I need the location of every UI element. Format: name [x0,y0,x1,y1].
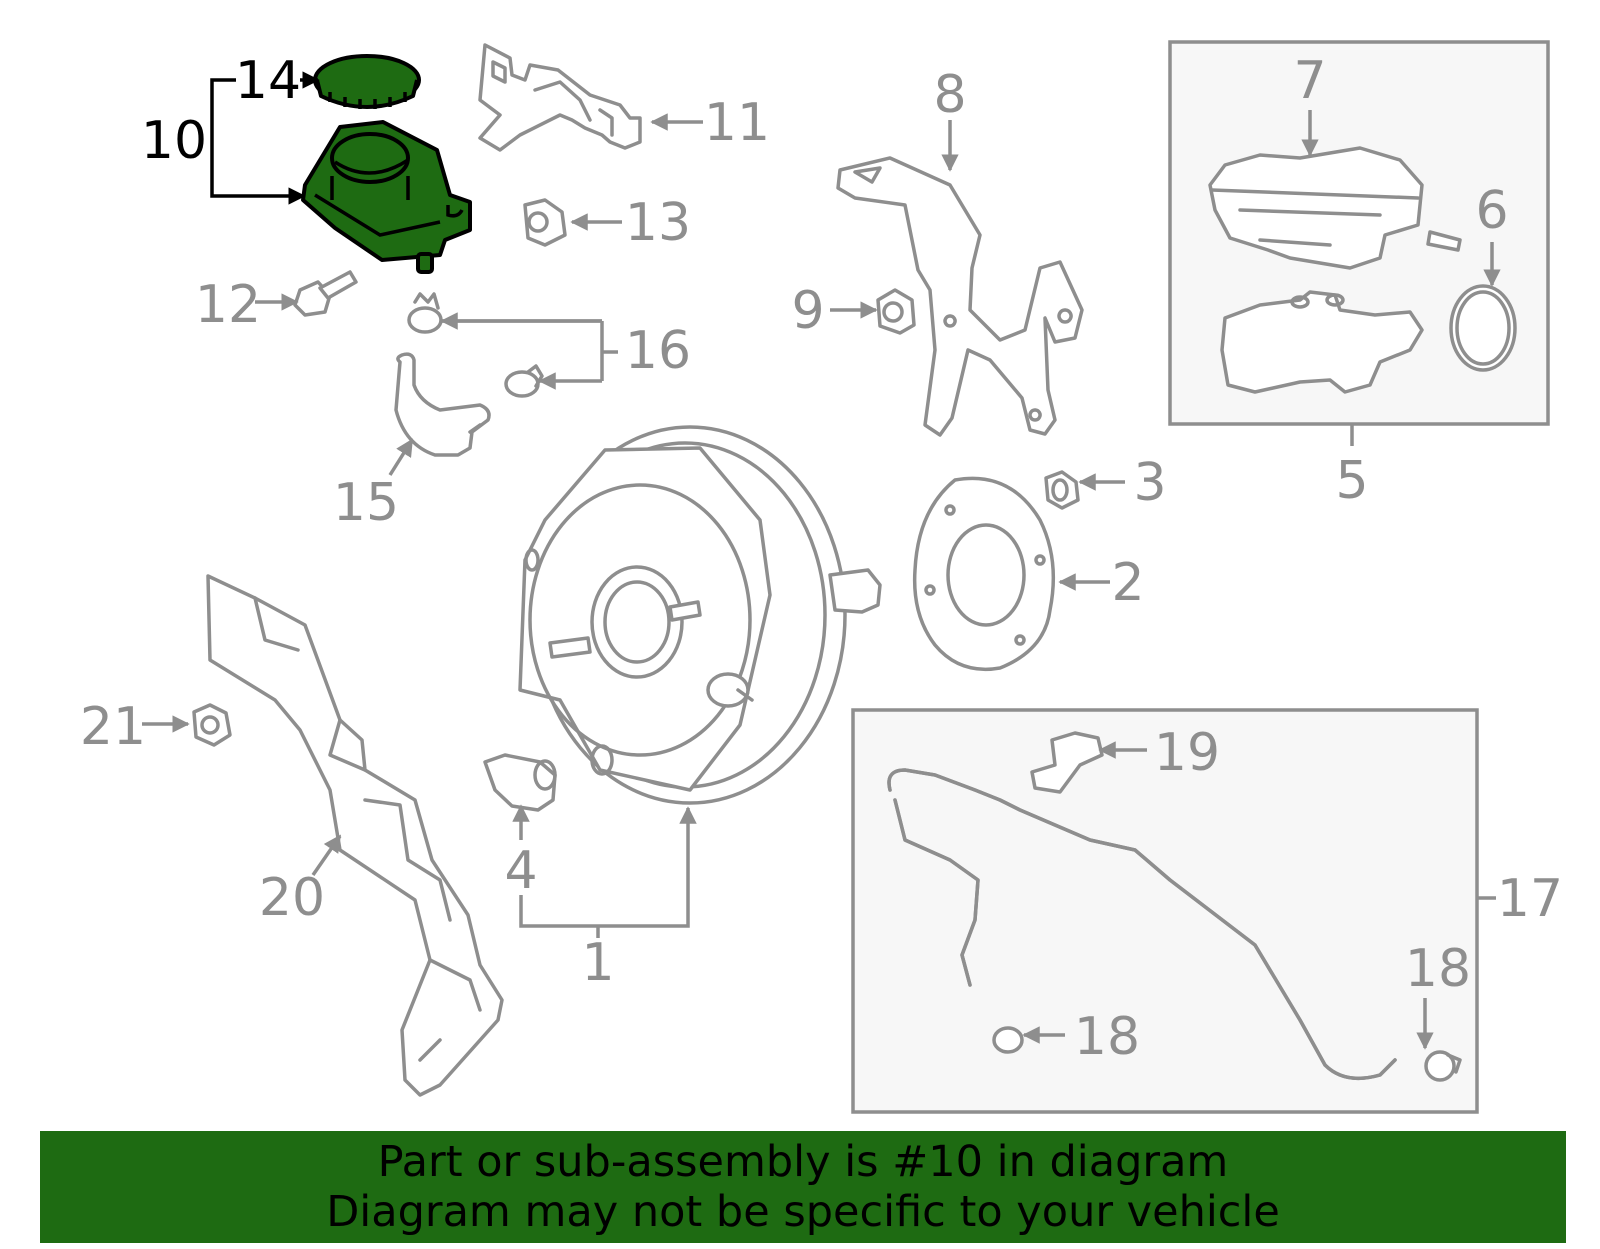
info-banner: Part or sub-assembly is #10 in diagram D… [40,1131,1566,1243]
callout-10: 10 [141,111,207,171]
callout-6: 6 [1475,181,1508,241]
banner-line-disclaimer: Diagram may not be specific to your vehi… [326,1187,1280,1237]
callout-9: 9 [791,281,824,341]
callout-11: 11 [704,93,770,153]
leader-lines [142,71,1501,1050]
callout-4: 4 [504,841,537,901]
clamp-part-16 [407,292,544,398]
brake-booster-part-1 [518,425,882,805]
callout-14: 14 [235,51,301,111]
nut-part-13 [523,198,567,247]
callout-18-right: 18 [1405,939,1471,999]
callout-16: 16 [625,321,691,381]
callout-12: 12 [195,275,261,335]
reservoir-cap-part [313,54,421,109]
callout-1: 1 [581,933,614,993]
banner-line-part-number: Part or sub-assembly is #10 in diagram [377,1137,1229,1187]
callout-15: 15 [333,473,399,533]
nut-part-21 [192,703,232,747]
callout-19: 19 [1154,723,1220,783]
callout-5: 5 [1335,451,1368,511]
callout-2: 2 [1111,553,1144,613]
callout-20: 20 [259,868,325,928]
callout-labels: 1 2 3 4 5 6 7 8 9 10 11 12 13 14 15 16 1… [80,51,1563,1067]
inset-box-17 [851,708,1479,1114]
bolt-part-12 [293,270,358,317]
bracket-part-8 [836,156,1084,437]
hose-part-15 [394,352,491,457]
callout-8: 8 [933,65,966,125]
inset-box-5 [1168,40,1550,426]
nut-part-9 [876,288,916,335]
callout-17: 17 [1497,869,1563,929]
callout-21: 21 [80,697,146,757]
callout-3: 3 [1133,453,1166,513]
callout-18-lower: 18 [1074,1007,1140,1067]
nut-part-3 [1044,470,1080,510]
reservoir-tank-part [301,120,472,274]
sensor-part-4 [483,753,557,812]
bracket-part-11 [478,43,642,152]
heat-shield-part-20 [206,574,504,1097]
callout-7: 7 [1293,51,1326,111]
callout-13: 13 [625,193,691,253]
gasket-part-2 [912,476,1056,672]
